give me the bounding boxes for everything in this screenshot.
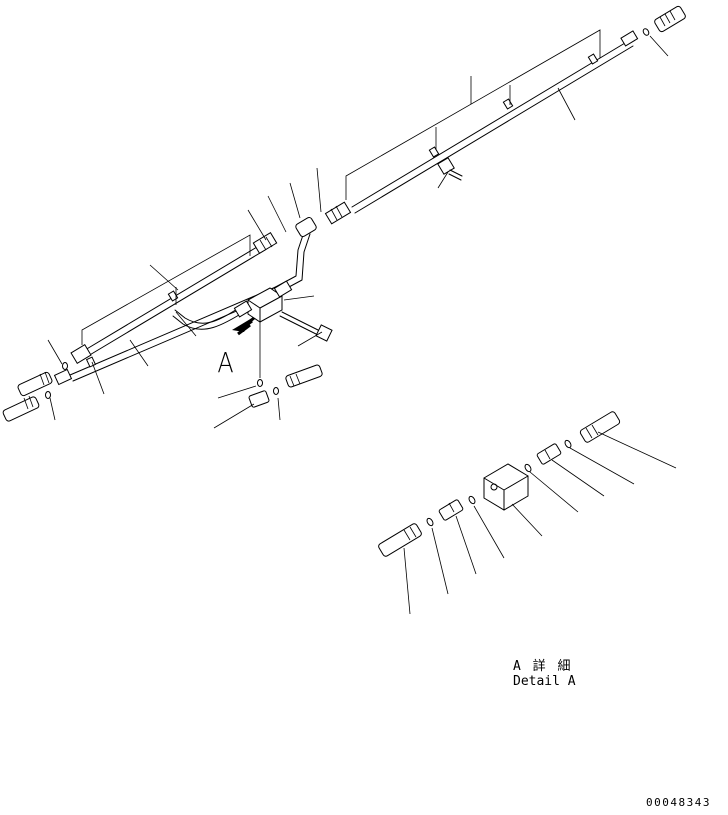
view-marker-a: A [217,346,234,379]
elbow-fitting [295,216,317,238]
o-ring [45,391,51,399]
junction-block [233,280,293,323]
o-ring [642,28,650,36]
left-upper-pipe [70,232,278,364]
view-arrow-a [232,316,255,336]
leader-lines-detail [403,431,677,615]
fitting-top-right [642,5,686,36]
o-ring [468,495,476,505]
detail-a-assembly [378,411,621,557]
fittings-lower-center [248,364,323,408]
leader-lines-main [47,35,669,429]
o-ring [426,517,434,527]
o-ring [273,387,279,395]
bolt-block [279,311,333,342]
detail-caption-japanese: A 詳 細 [513,659,573,674]
o-ring [257,379,263,387]
o-ring [62,362,68,370]
fittings-lower-left [2,362,68,422]
drawing-code: 00048343 [646,796,711,809]
o-ring [524,463,532,473]
bolt-center [437,157,463,181]
long-pipe-right [324,30,639,225]
detail-caption-english: Detail A [513,674,576,689]
o-ring [564,439,572,449]
leader-box-left-pipes [81,234,251,345]
leader-box-long-pipe [345,29,601,200]
